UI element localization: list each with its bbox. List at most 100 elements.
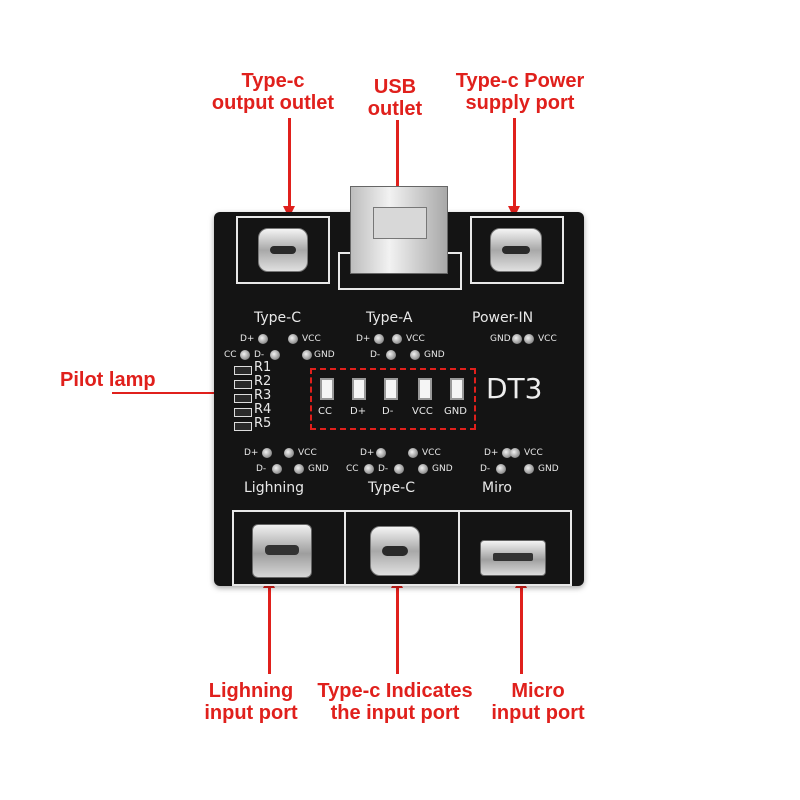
- arrow-line-lightning: [268, 586, 271, 674]
- label-type-a-top: Type-A: [366, 310, 413, 326]
- callout-micro-input: Micro input port: [491, 680, 585, 724]
- test-pad: [258, 334, 268, 344]
- test-pad: [524, 464, 534, 474]
- label-power-in: Power-IN: [472, 310, 534, 326]
- resistor-label: R1: [254, 360, 272, 375]
- arrow-line-typec-power: [513, 118, 516, 208]
- lightning-slot: [265, 545, 299, 555]
- pin-label: D-: [480, 464, 491, 474]
- resistor: [234, 394, 252, 403]
- test-pad: [270, 350, 280, 360]
- pin-label: D+: [356, 334, 371, 344]
- pin-label: D+: [360, 448, 375, 458]
- resistor-label: R5: [254, 416, 272, 431]
- test-pad: [418, 464, 428, 474]
- usb-a-tongue: [373, 207, 427, 239]
- typec-input-connector[interactable]: [370, 526, 420, 576]
- resistor: [234, 380, 252, 389]
- pin-label: GND: [424, 350, 445, 360]
- pin-label: VCC: [422, 448, 441, 458]
- test-pad: [394, 464, 404, 474]
- led-label-dplus: D+: [350, 406, 367, 417]
- pin-label: GND: [490, 334, 511, 344]
- led-dminus: [384, 378, 398, 400]
- test-pad: [302, 350, 312, 360]
- arrow-line-typec-output: [288, 118, 291, 208]
- led-cc: [320, 378, 334, 400]
- test-pad: [364, 464, 374, 474]
- typec-power-frame: [470, 216, 564, 284]
- callout-usb-outlet: USB outlet: [367, 76, 423, 120]
- micro-connector[interactable]: [480, 540, 546, 576]
- test-pad: [512, 334, 522, 344]
- led-label-dminus: D-: [382, 406, 394, 417]
- test-pad: [496, 464, 506, 474]
- micro-input-frame: [458, 510, 572, 586]
- pin-label: VCC: [302, 334, 321, 344]
- callout-typec-output: Type-c output outlet: [211, 70, 335, 114]
- pin-label: CC: [224, 350, 237, 360]
- arrow-line-pilot: [112, 392, 302, 394]
- pin-label: GND: [308, 464, 329, 474]
- lightning-connector[interactable]: [252, 524, 312, 578]
- resistor-label: R2: [254, 374, 272, 389]
- led-vcc: [418, 378, 432, 400]
- micro-slot: [493, 553, 533, 561]
- pin-label: D-: [256, 464, 267, 474]
- label-type-c-bottom: Type-C: [368, 480, 415, 496]
- test-pad: [386, 350, 396, 360]
- arrow-line-typec-input: [396, 586, 399, 674]
- test-pad: [510, 448, 520, 458]
- callout-pilot-lamp: Pilot lamp: [60, 369, 156, 391]
- board-title: DT3: [486, 372, 543, 405]
- pin-label: D-: [378, 464, 389, 474]
- label-lightning: Lighning: [244, 480, 304, 496]
- test-pad: [294, 464, 304, 474]
- callout-lightning-input: Lighning input port: [204, 680, 298, 724]
- typec-output-frame: [236, 216, 330, 284]
- test-pad: [524, 334, 534, 344]
- arrow-line-usb: [396, 120, 399, 206]
- led-label-vcc: VCC: [412, 406, 433, 417]
- test-pad: [288, 334, 298, 344]
- pin-label: D+: [240, 334, 255, 344]
- test-pad: [272, 464, 282, 474]
- test-pad: [410, 350, 420, 360]
- pin-label: VCC: [406, 334, 425, 344]
- resistor: [234, 408, 252, 417]
- pcb-board: Type-C Type-A Power-IN D+ VCC CC D- GND …: [214, 186, 584, 586]
- callout-typec-power: Type-c Power supply port: [455, 70, 585, 114]
- pin-label: D+: [484, 448, 499, 458]
- led-dplus: [352, 378, 366, 400]
- pin-label: VCC: [298, 448, 317, 458]
- test-pad: [374, 334, 384, 344]
- pin-label: CC: [346, 464, 359, 474]
- pin-label: GND: [314, 350, 335, 360]
- test-pad: [284, 448, 294, 458]
- led-label-gnd: GND: [444, 406, 467, 417]
- pin-label: D+: [244, 448, 259, 458]
- arrow-line-micro: [520, 586, 523, 674]
- led-label-cc: CC: [318, 406, 332, 417]
- resistor-label: R4: [254, 402, 272, 417]
- pin-label: GND: [538, 464, 559, 474]
- led-gnd: [450, 378, 464, 400]
- test-pad: [392, 334, 402, 344]
- pin-label: D-: [254, 350, 265, 360]
- resistor: [234, 422, 252, 431]
- resistor-label: R3: [254, 388, 272, 403]
- typec-power-connector[interactable]: [490, 228, 542, 272]
- test-pad: [376, 448, 386, 458]
- pin-label: VCC: [538, 334, 557, 344]
- typec-output-connector[interactable]: [258, 228, 308, 272]
- test-pad: [262, 448, 272, 458]
- usb-a-connector[interactable]: [350, 186, 448, 274]
- test-pad: [502, 448, 512, 458]
- test-pad: [408, 448, 418, 458]
- resistor: [234, 366, 252, 375]
- pin-label: D-: [370, 350, 381, 360]
- label-type-c-top: Type-C: [254, 310, 301, 326]
- pin-label: GND: [432, 464, 453, 474]
- test-pad: [240, 350, 250, 360]
- pin-label: VCC: [524, 448, 543, 458]
